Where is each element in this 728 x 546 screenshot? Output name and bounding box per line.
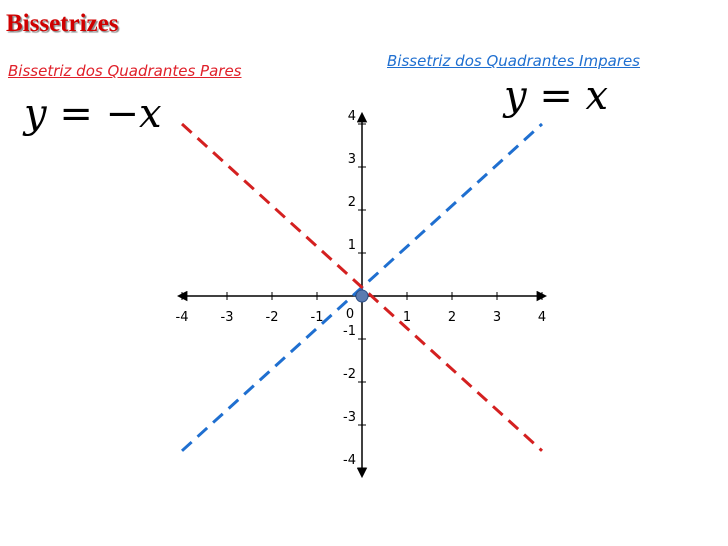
y-tick-label: -3 <box>343 410 356 425</box>
page-title: Bissetrizes <box>6 10 119 37</box>
x-tick-label: -3 <box>221 310 234 325</box>
x-tick-label: 1 <box>403 310 411 325</box>
x-tick-label: -1 <box>311 310 324 325</box>
y-tick-label: 1 <box>348 238 356 253</box>
x-tick-label: -2 <box>266 310 279 325</box>
y-tick-label: -1 <box>343 324 356 339</box>
y-tick-label: 4 <box>348 109 356 124</box>
y-tick-label: 3 <box>348 152 356 167</box>
origin-label: 0 <box>346 307 354 322</box>
subtitle-impares: Bissetriz dos Quadrantes Impares <box>387 52 641 70</box>
y-tick-label: -2 <box>343 367 356 382</box>
y-tick-label: -4 <box>343 453 356 468</box>
y-tick-label: 2 <box>348 195 356 210</box>
equation-y-x: y = x <box>504 73 609 119</box>
series-line-y-equals-minus-x <box>180 122 544 452</box>
x-tick-label: 2 <box>448 310 456 325</box>
origin-point <box>355 289 369 303</box>
x-tick-label: 3 <box>493 310 501 325</box>
x-tick-label: -4 <box>176 310 189 325</box>
subtitle-pares: Bissetriz dos Quadrantes Pares <box>8 62 242 80</box>
x-tick-label: 4 <box>538 310 546 325</box>
equation-y-minus-x: y = −x <box>24 91 162 137</box>
